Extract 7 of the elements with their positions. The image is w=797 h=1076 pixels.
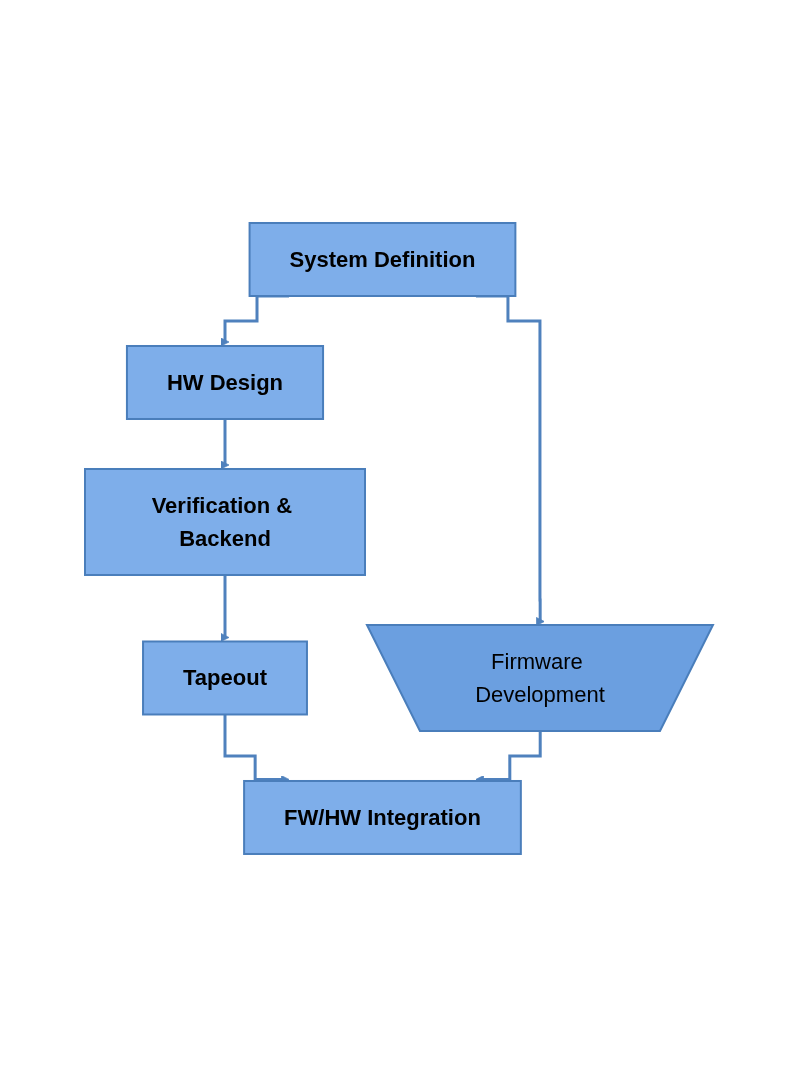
arrow (220, 573, 229, 642)
arrow (220, 417, 229, 469)
node-box: HW Design (125, 344, 324, 420)
node-box: Verification & Backend (83, 467, 366, 576)
node-box: System Definition (248, 221, 516, 297)
node-box: FW/HW Integration (242, 779, 522, 855)
node-box: Tapeout (141, 640, 308, 715)
